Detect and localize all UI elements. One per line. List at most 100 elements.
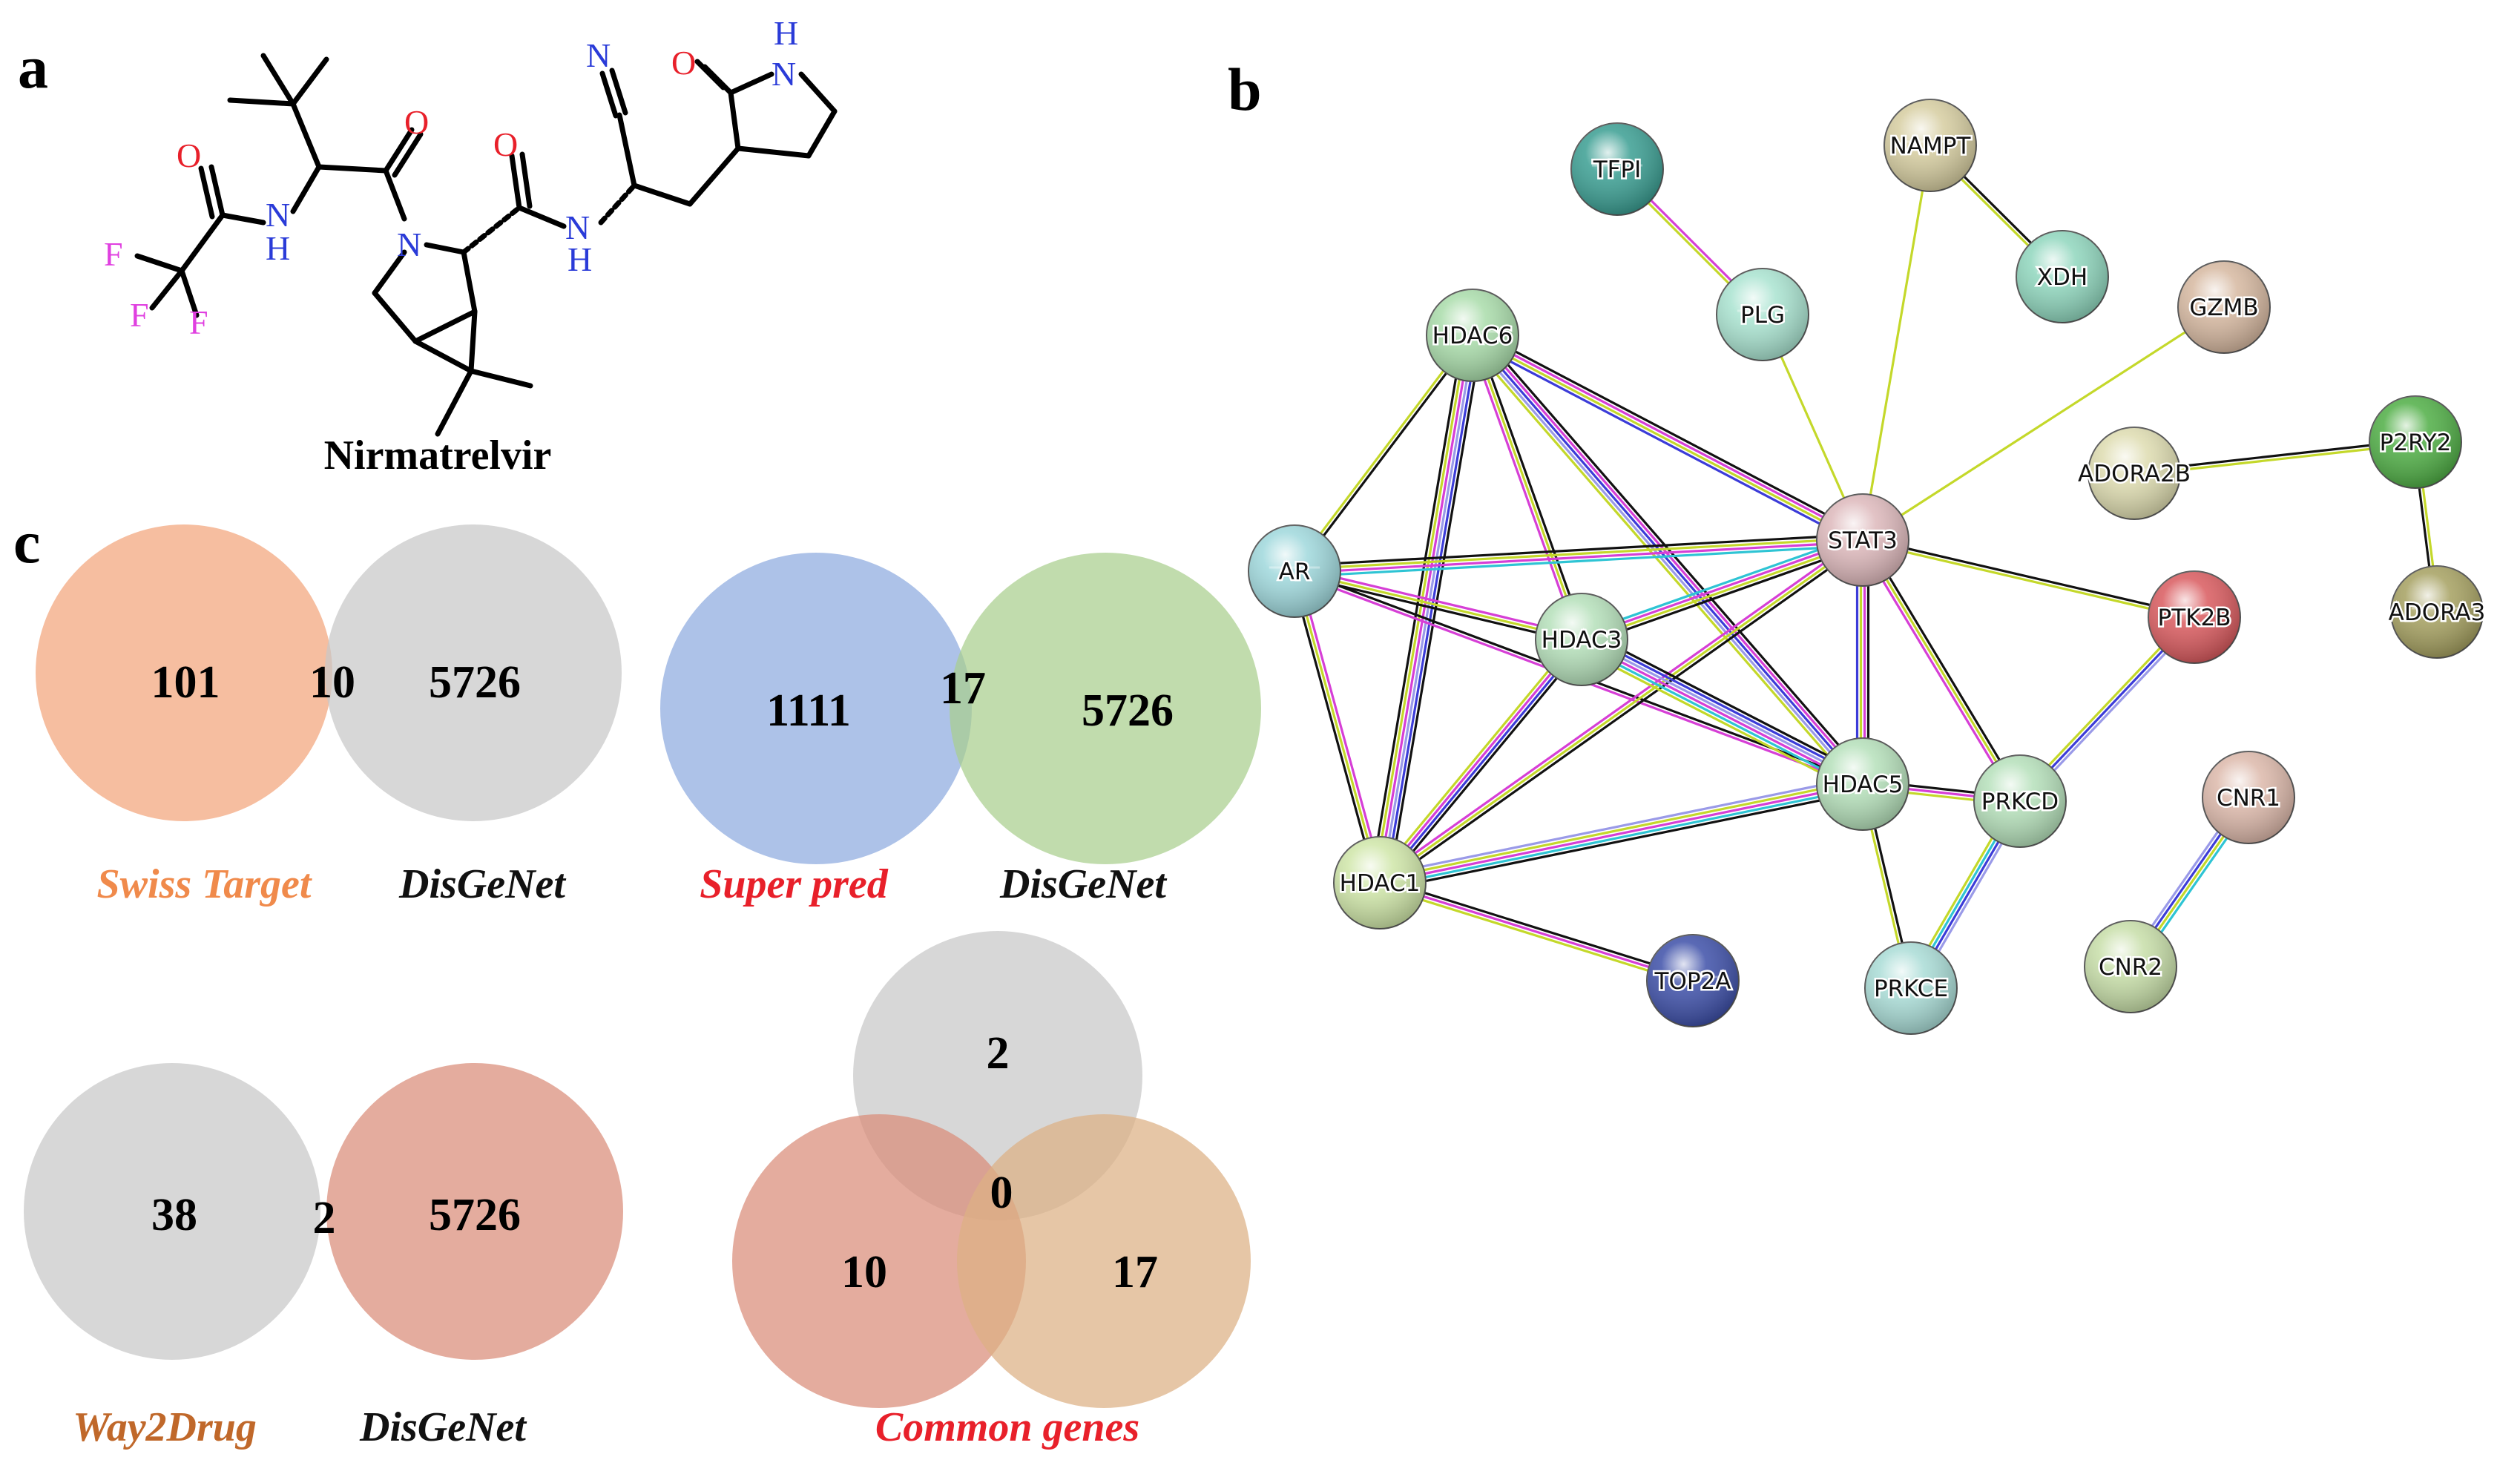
atom-f3: F [189, 303, 208, 341]
node-stat3[interactable]: STAT3 [1816, 493, 1909, 587]
node-prkcd[interactable]: PRKCD [1973, 754, 2067, 848]
venn1-right-circle [325, 524, 622, 821]
node-label: XDH [2037, 264, 2088, 291]
atom-h-amide2: H [568, 240, 592, 278]
edge-line [1294, 540, 1863, 575]
node-hdac6[interactable]: HDAC6 [1426, 289, 1519, 382]
node-sheen [2178, 261, 2270, 353]
edge-line [1862, 540, 2194, 620]
edge-hdac6-ar [1292, 333, 1476, 573]
venn1-left-circle [36, 524, 332, 821]
venn2-right-label: DisGeNet [999, 861, 1167, 907]
edge-line [1384, 335, 1479, 884]
edge-line [1378, 885, 1692, 986]
venn4-center-value: 0 [990, 1168, 1013, 1218]
atom-n-lactam: N [772, 55, 796, 93]
edge-line [1383, 642, 1588, 887]
edge-line [1582, 540, 1864, 642]
venn2-right-circle [950, 553, 1261, 864]
atom-o4: O [671, 44, 696, 82]
node-label: ADORA3 [2389, 599, 2486, 626]
node-ar[interactable]: AR [1248, 524, 1341, 618]
node-sheen [2202, 751, 2294, 843]
node-label: PRKCD [1981, 789, 2059, 815]
node-sheen [2088, 427, 2180, 519]
edge-line [1471, 335, 1583, 640]
atom-o2: O [177, 136, 201, 174]
node-adora2b[interactable]: ADORA2B [2076, 427, 2192, 520]
node-p2ry2[interactable]: P2RY2 [2369, 395, 2462, 489]
panel-label-a: a [18, 33, 48, 101]
node-label: P2RY2 [2380, 430, 2452, 456]
panel-label-b: b [1228, 56, 1262, 123]
edge-line [2134, 442, 2416, 477]
venn3-left-circle [24, 1063, 320, 1360]
venn4-right-value: 17 [1112, 1247, 1158, 1297]
node-ptk2b[interactable]: PTK2B [2148, 570, 2241, 664]
venn-super-pred: 1111 17 5726 Super pred DisGeNet [660, 553, 1261, 907]
edge-line [1379, 881, 1694, 982]
node-label: CNR2 [2099, 954, 2162, 981]
node-label: PTK2B [2158, 605, 2231, 631]
edge-line [1469, 339, 1861, 547]
node-xdh[interactable]: XDH [2016, 230, 2109, 323]
node-label: HDAC3 [1542, 627, 1622, 654]
node-hdac3[interactable]: HDAC3 [1535, 593, 1628, 686]
edge-line [1380, 639, 1585, 885]
venn-swiss-target: 101 10 5726 Swiss Target DisGeNet [36, 524, 622, 907]
edge-line [1294, 533, 1863, 568]
edge-line [1471, 335, 1863, 543]
edge-line [1377, 536, 1862, 881]
node-label: CNR1 [2217, 785, 2280, 812]
edge-line [1864, 537, 2024, 800]
venn1-right-value: 5726 [429, 657, 521, 708]
node-sheen [2085, 921, 2177, 1013]
edge-hdac1-top2a [1378, 878, 1694, 986]
node-sheen [1817, 738, 1909, 830]
node-sheen [2369, 396, 2461, 488]
venn2-left-label: Super pred [700, 861, 889, 907]
venn3-right-circle [326, 1063, 623, 1360]
edge-line [1294, 335, 1476, 573]
edge-stat3-prkcd [1858, 537, 2024, 804]
atom-o3: O [493, 125, 518, 163]
edge-line [1294, 570, 1582, 641]
node-nampt[interactable]: NAMPT [1884, 99, 1977, 192]
node-hdac1[interactable]: HDAC1 [1333, 836, 1427, 930]
edge-line [1466, 339, 1858, 790]
edge-line [1379, 539, 1863, 884]
node-sheen [1427, 289, 1519, 381]
edge-line [1861, 145, 1932, 541]
venn-common-genes: 2 0 10 17 Common genes [732, 931, 1251, 1450]
node-sheen [1647, 935, 1739, 1027]
node-prkce[interactable]: PRKCE [1864, 941, 1958, 1035]
atom-labels: O O O O N H N N H N N H F F F [104, 14, 798, 341]
edge-line [1373, 334, 1469, 883]
edge-line [1374, 635, 1579, 881]
node-cnr1[interactable]: CNR1 [2202, 751, 2295, 844]
node-tfpi[interactable]: TFPI [1570, 122, 1664, 216]
node-cnr2[interactable]: CNR2 [2084, 920, 2177, 1013]
node-gzmb[interactable]: GZMB [2177, 260, 2271, 354]
edge-line [1380, 786, 1864, 888]
edge-line [1377, 637, 1582, 883]
node-sheen [1334, 837, 1426, 929]
node-top2a[interactable]: TOP2A [1646, 934, 1740, 1027]
venn1-left-value: 101 [151, 657, 220, 708]
node-plg[interactable]: PLG [1716, 268, 1809, 361]
node-label: PLG [1740, 302, 1785, 329]
edge-line [1369, 333, 1465, 882]
edge-line [1580, 639, 1863, 787]
node-label: HDAC1 [1340, 870, 1421, 897]
edge-line [1469, 337, 1861, 788]
edge-line [1378, 779, 1863, 881]
edge-hdac6-stat3 [1469, 329, 1866, 547]
venn2-left-value: 1111 [766, 685, 851, 736]
edge-line [1379, 783, 1863, 884]
edge-line [1862, 306, 2225, 542]
atom-n-nitrile: N [586, 36, 611, 74]
node-adora3[interactable]: ADORA3 [2386, 565, 2487, 659]
edge-hdac3-hdac5 [1576, 630, 1868, 794]
node-hdac5[interactable]: HDAC5 [1816, 737, 1909, 831]
